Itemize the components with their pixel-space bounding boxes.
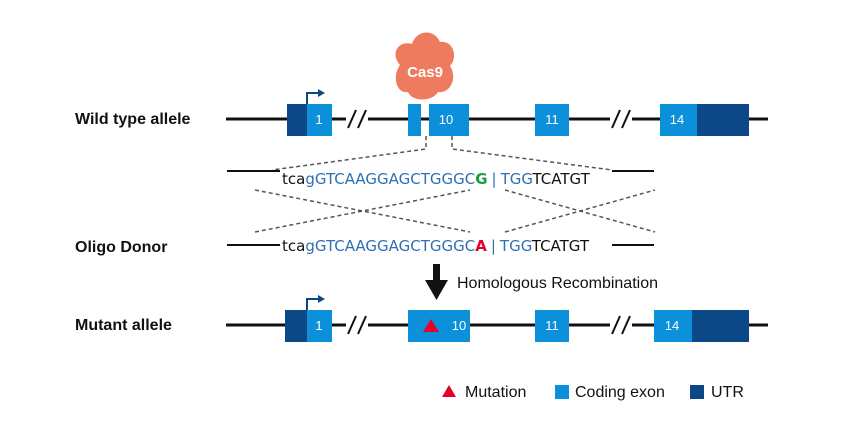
wild-type-break-mark-2: [610, 109, 632, 129]
oligo-donor-sequence: tcagGTCAAGGAGCTGGGCA|TGGTCATGT: [282, 237, 590, 255]
mutant-exon-1-label: 1: [315, 318, 322, 333]
recombination-arrow: [425, 264, 448, 300]
wild-type-transcription-start-arrow: [306, 89, 325, 104]
wild-type-exon-10-left: [408, 104, 421, 136]
mutant-break-mark-1: [346, 315, 368, 335]
cas9-shape: [395, 32, 455, 100]
mutant-exon-10-label: 10: [452, 318, 466, 333]
wild-type-exon-14: [660, 104, 697, 136]
oligo-donor-sequence-row: tcagGTCAAGGAGCTGGGCA|TGGTCATGT: [227, 237, 654, 255]
mutant-exon-1-utr: [285, 310, 307, 342]
wild-type-exon-1-label: 1: [315, 112, 322, 127]
mutant-exon-14-label: 14: [665, 318, 679, 333]
mutation-marker-icon: [423, 319, 439, 332]
wild-type-exon-10-right: [429, 104, 469, 136]
wild-type-exon-11: [535, 104, 569, 136]
mutant-break-mark-2: [610, 315, 632, 335]
wild-type-exon-1-utr: [287, 104, 307, 136]
wild-type-break-mark-1: [346, 109, 368, 129]
zoom-dashed-lines: [271, 136, 613, 171]
mutant-allele-label: Mutant allele: [75, 317, 172, 334]
mutant-allele-track: 1 10 11 14: [226, 295, 768, 342]
legend-coding-exon-swatch: [555, 385, 569, 399]
homologous-recombination-label: Homologous Recombination: [457, 275, 658, 292]
mutant-exon-11: [535, 310, 569, 342]
wild-type-exon-11-label: 11: [545, 112, 559, 127]
wild-type-sequence: tcagGTCAAGGAGCTGGGCG|TGGTCATGT: [282, 170, 591, 188]
wild-type-exon-1: [307, 104, 332, 136]
wild-type-allele-label: Wild type allele: [75, 111, 191, 128]
mutant-exon-11-label: 11: [545, 318, 559, 333]
mutant-exon-10: [408, 310, 470, 342]
oligo-donor-label: Oligo Donor: [75, 239, 167, 256]
cas9-protein: Cas9: [395, 32, 455, 100]
wild-type-sequence-row: tcagGTCAAGGAGCTGGGCG|TGGTCATGT: [227, 170, 654, 188]
mutant-exon-1: [307, 310, 332, 342]
mutant-transcription-start-arrow: [306, 295, 325, 310]
crossover-dashed-lines: [254, 189, 656, 233]
mutant-exon-14: [654, 310, 692, 342]
legend-coding-exon-label: Coding exon: [575, 384, 665, 401]
legend-utr-swatch: [690, 385, 704, 399]
wild-type-exon-14-utr: [697, 104, 749, 136]
legend: Mutation Coding exon UTR: [442, 384, 744, 401]
wild-type-exon-14-label: 14: [670, 112, 684, 127]
cas9-label: Cas9: [407, 64, 443, 81]
legend-mutation-icon: [442, 385, 456, 397]
wild-type-allele-track: 1 10 11 14: [226, 89, 768, 136]
mutant-exon-14-utr: [692, 310, 749, 342]
legend-utr-label: UTR: [711, 384, 744, 401]
legend-mutation-label: Mutation: [465, 384, 526, 401]
wild-type-exon-10-label: 10: [439, 112, 453, 127]
